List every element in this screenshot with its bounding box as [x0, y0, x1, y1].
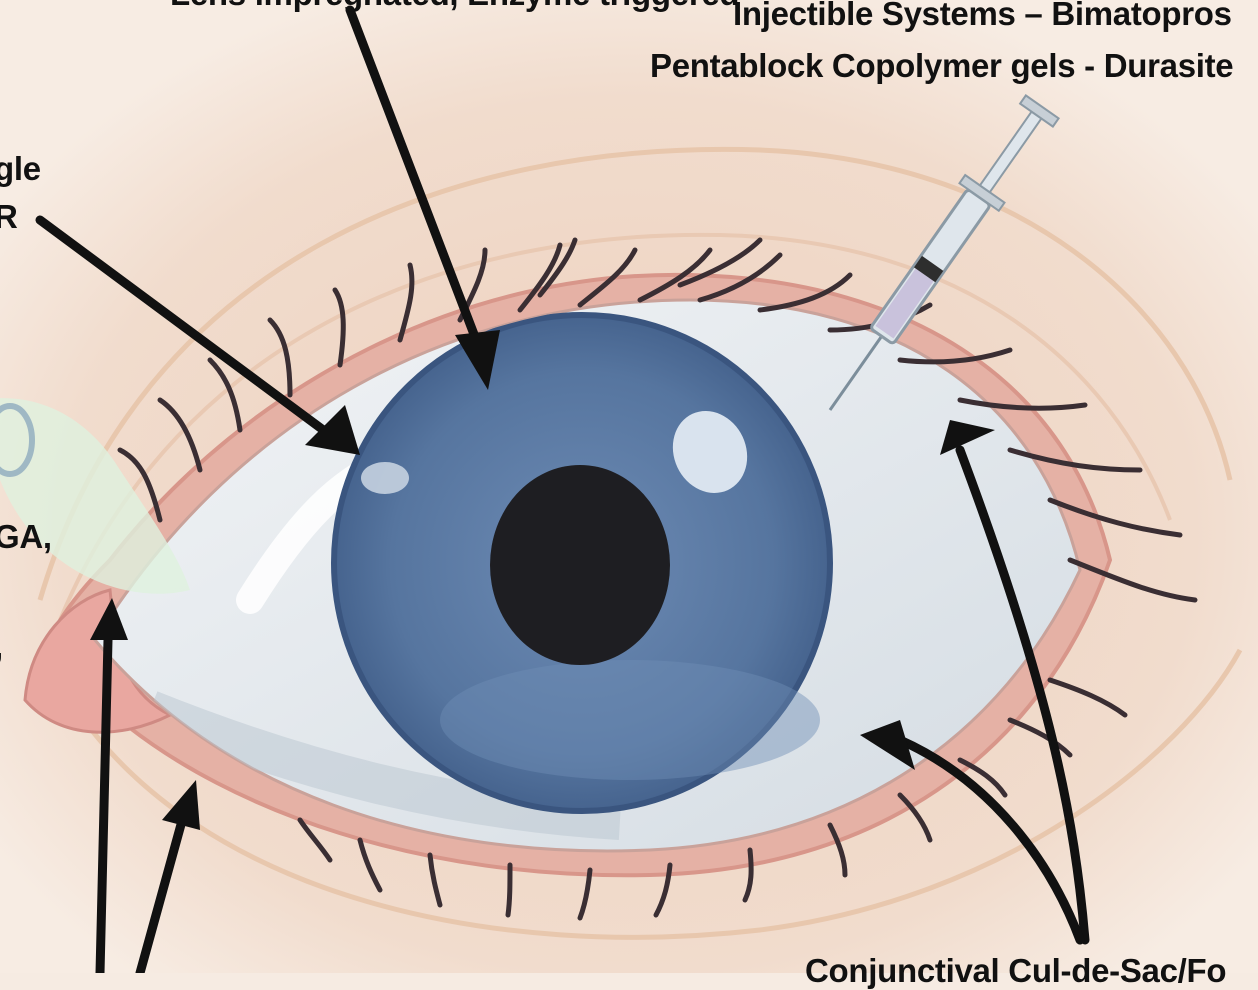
label-lens-impregnated: Lens impregnated, Enzyme triggered — [170, 0, 739, 13]
label-left-partial-2: R — [0, 198, 18, 236]
label-pentablock-gels: Pentablock Copolymer gels - Durasite — [650, 47, 1233, 85]
label-injectible-systems: Injectible Systems – Bimatopros — [733, 0, 1232, 33]
label-left-partial-1: gle — [0, 150, 41, 188]
label-conjunctival-cul-de-sac: Conjunctival Cul-de-Sac/Fo — [805, 952, 1226, 990]
label-left-partial-3: GA, — [0, 518, 52, 556]
label-left-partial-4: , — [0, 628, 3, 666]
